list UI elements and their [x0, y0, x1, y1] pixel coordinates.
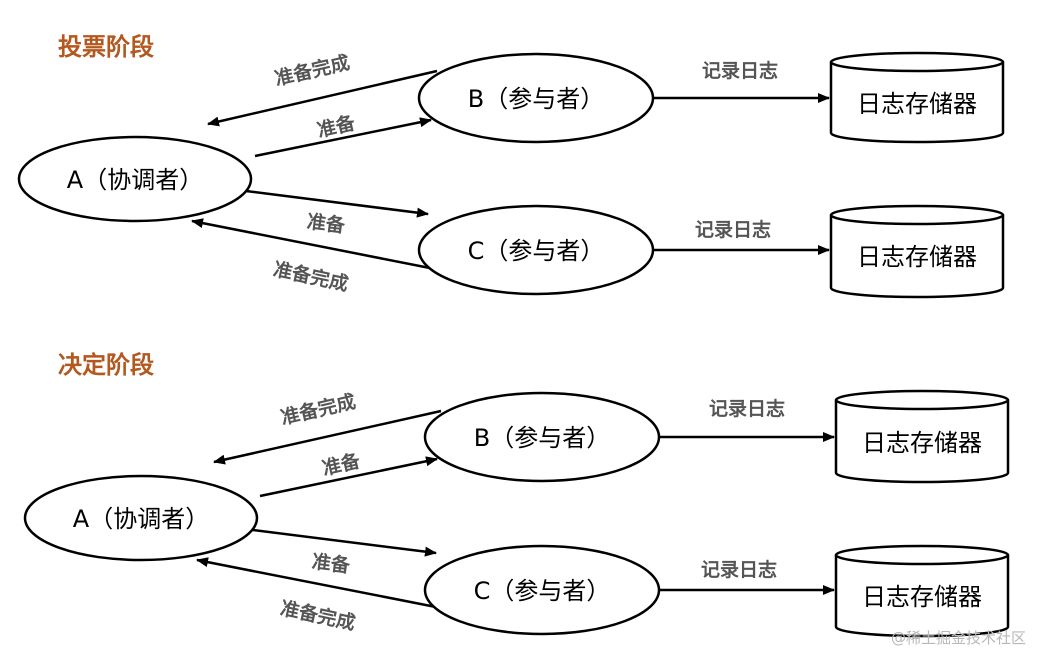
label-log-c: 记录日志 [695, 218, 771, 241]
storage-label: 日志存储器 [862, 429, 982, 457]
section-title-voting: 投票阶段 [58, 33, 154, 61]
storage-label: 日志存储器 [862, 583, 982, 611]
label-done-c: 准备完成 [271, 257, 350, 295]
storage-cylinder: 日志存储器 [834, 389, 1010, 484]
edge-a-to-b-prepare [254, 117, 432, 158]
edge-a-to-c-prepare [252, 528, 437, 557]
participant-c-label: C（参与者） [468, 237, 605, 265]
watermark: @稀土掘金技术社区 [891, 629, 1026, 647]
node-coordinator [17, 135, 253, 223]
label-done-b: 准备完成 [278, 390, 357, 430]
label-prepare-c: 准备 [306, 210, 348, 238]
storage-cylinder: 日志存储器 [829, 51, 1005, 144]
edge-b-to-a-done [213, 409, 442, 465]
edge-c-to-a-done [191, 218, 441, 272]
participant-c-label: C（参与者） [474, 577, 611, 605]
label-log-c: 记录日志 [701, 558, 777, 581]
label-done-b: 准备完成 [272, 51, 351, 91]
node-participant-b [417, 52, 655, 144]
storage-label: 日志存储器 [857, 90, 977, 118]
node-participant-b [423, 391, 661, 483]
node-coordinator [23, 474, 259, 562]
storage-cylinder: 日志存储器 [829, 204, 1005, 299]
storage-cylinder: 日志存储器 [834, 544, 1010, 638]
edge-a-to-c-prepare [245, 189, 429, 218]
node-participant-c [417, 204, 655, 296]
coordinator-label: A（协调者） [73, 505, 209, 533]
label-log-b: 记录日志 [702, 59, 778, 82]
edge-a-to-b-prepare [259, 456, 438, 498]
section-title-decision: 决定阶段 [58, 351, 154, 379]
participant-b-label: B（参与者） [474, 424, 610, 452]
edge-c-to-a-done [196, 557, 447, 611]
node-participant-c [423, 544, 661, 636]
label-log-b: 记录日志 [709, 397, 785, 420]
edge-b-to-a-done [207, 69, 438, 127]
label-done-c: 准备完成 [278, 596, 357, 634]
participant-b-label: B（参与者） [468, 85, 604, 113]
coordinator-label: A（协调者） [67, 166, 203, 194]
label-prepare-c: 准备 [311, 550, 353, 578]
storage-label: 日志存储器 [857, 243, 977, 271]
